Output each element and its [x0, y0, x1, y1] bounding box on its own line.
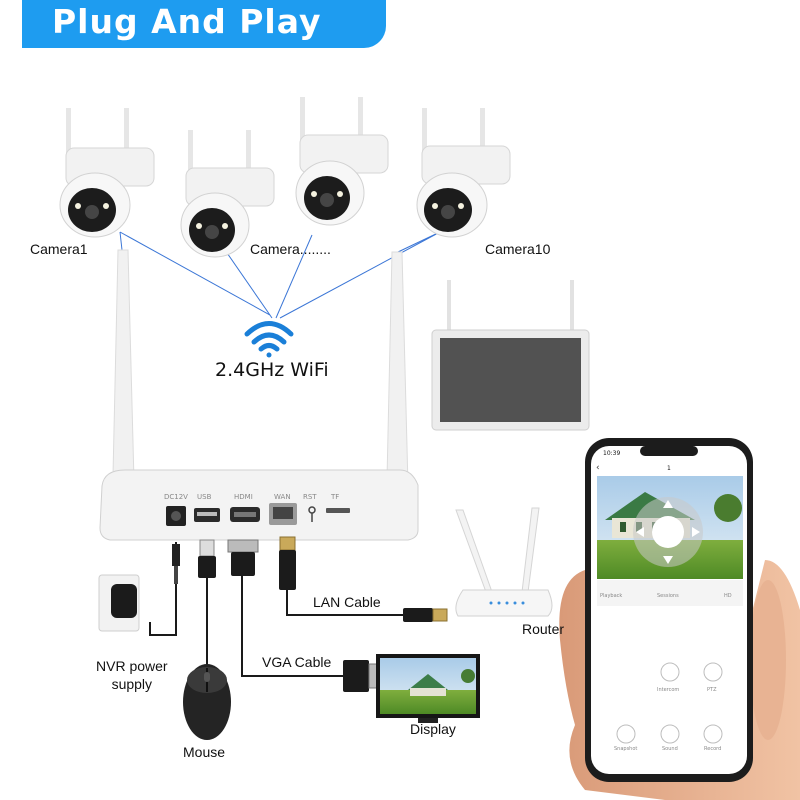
lan-cable-label: LAN Cable [313, 594, 381, 610]
port-wan-label: WAN [274, 493, 291, 501]
phone-channel-title: 1 [667, 465, 671, 472]
display-label: Display [410, 721, 456, 737]
phone-sound-button[interactable]: Sound [662, 746, 678, 752]
port-dc12v-label: DC12V [164, 493, 188, 501]
camera-1 [59, 108, 155, 238]
phone-ptz-button[interactable]: PTZ [707, 687, 717, 693]
mouse-label: Mouse [183, 744, 226, 760]
cables [149, 542, 405, 677]
wifi-icon [244, 321, 294, 358]
power-supply-label: NVR power supply [96, 658, 168, 692]
nvr-monitor [431, 280, 590, 431]
phone-record-button[interactable]: Record [704, 746, 722, 752]
display-monitor [376, 654, 480, 723]
phone-time: 10:39 [603, 450, 621, 457]
camera-2 [180, 130, 275, 258]
lan-connector-router [403, 608, 448, 622]
plug-and-play-banner: Plug And Play [22, 0, 386, 48]
camera-middle-label: Camera........ [250, 241, 331, 257]
power-adapter [98, 574, 140, 632]
phone-tab-sessions[interactable]: Sessions [657, 593, 679, 599]
camera-first-label: Camera1 [30, 241, 88, 257]
phone-tab-hd[interactable]: HD [724, 593, 732, 599]
port-usb-label: USB [197, 493, 212, 501]
wifi-lines [119, 231, 441, 319]
usb-connector [198, 539, 216, 578]
mouse [183, 664, 231, 740]
router [455, 507, 553, 617]
power-connector [172, 544, 180, 584]
nvr-box [99, 469, 419, 541]
vga-cable-label: VGA Cable [262, 654, 332, 670]
vga-connector [227, 539, 259, 576]
smartphone [585, 438, 753, 782]
phone-back-icon[interactable]: ‹ [596, 463, 600, 473]
router-label: Router [522, 621, 565, 637]
camera-last-label: Camera10 [485, 241, 551, 257]
camera-10 [416, 108, 511, 238]
vga-connector-display [343, 660, 382, 692]
lan-connector [279, 536, 296, 590]
phone-snapshot-button[interactable]: Snapshot [614, 746, 638, 752]
wifi-label: 2.4GHz WiFi [215, 359, 329, 381]
camera-3 [295, 97, 389, 226]
phone-intercom-button[interactable]: Intercom [657, 687, 680, 693]
phone-tab-playback[interactable]: Playback [600, 593, 623, 599]
port-rst-label: RST [303, 493, 317, 501]
port-hdmi-label: HDMI [234, 493, 253, 501]
ptz-joystick [633, 497, 703, 567]
port-tf-label: TF [331, 493, 340, 501]
